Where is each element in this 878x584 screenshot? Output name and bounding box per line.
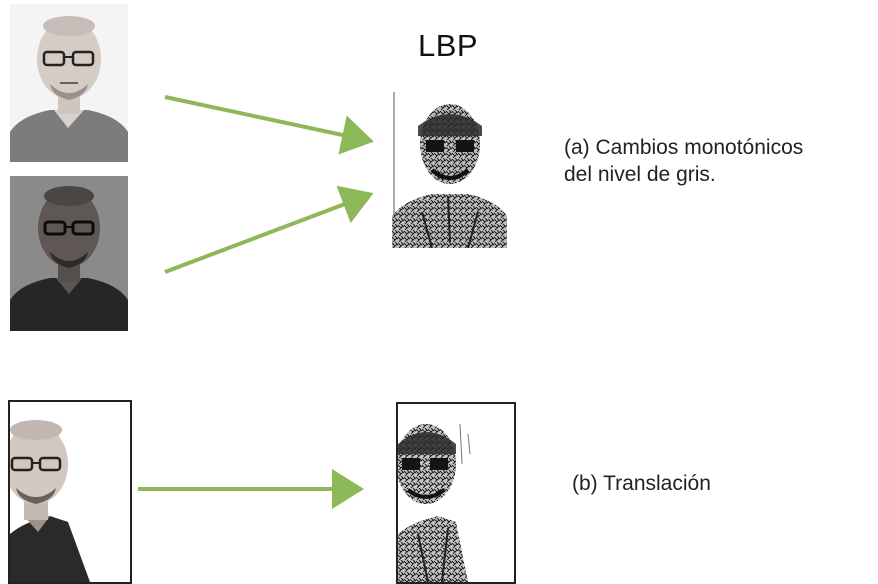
face-photo-dark [10,176,128,331]
arrow-light-to-lbp [164,95,374,155]
caption-b: (b) Translación [572,472,711,495]
caption-a-line2: del nivel de gris. [564,163,716,186]
lbp-title: LBP [418,28,479,63]
lbp-image-b [396,402,516,584]
caption-a-line1: (a) Cambios monotónicos [564,136,804,159]
face-photo-light [10,4,128,162]
caption-a: (a) Cambios monotónicos del nivel de gri… [564,134,803,188]
arrow-dark-to-lbp [164,185,374,274]
face-photo-translated [8,400,132,584]
lbp-image-a [392,92,507,248]
